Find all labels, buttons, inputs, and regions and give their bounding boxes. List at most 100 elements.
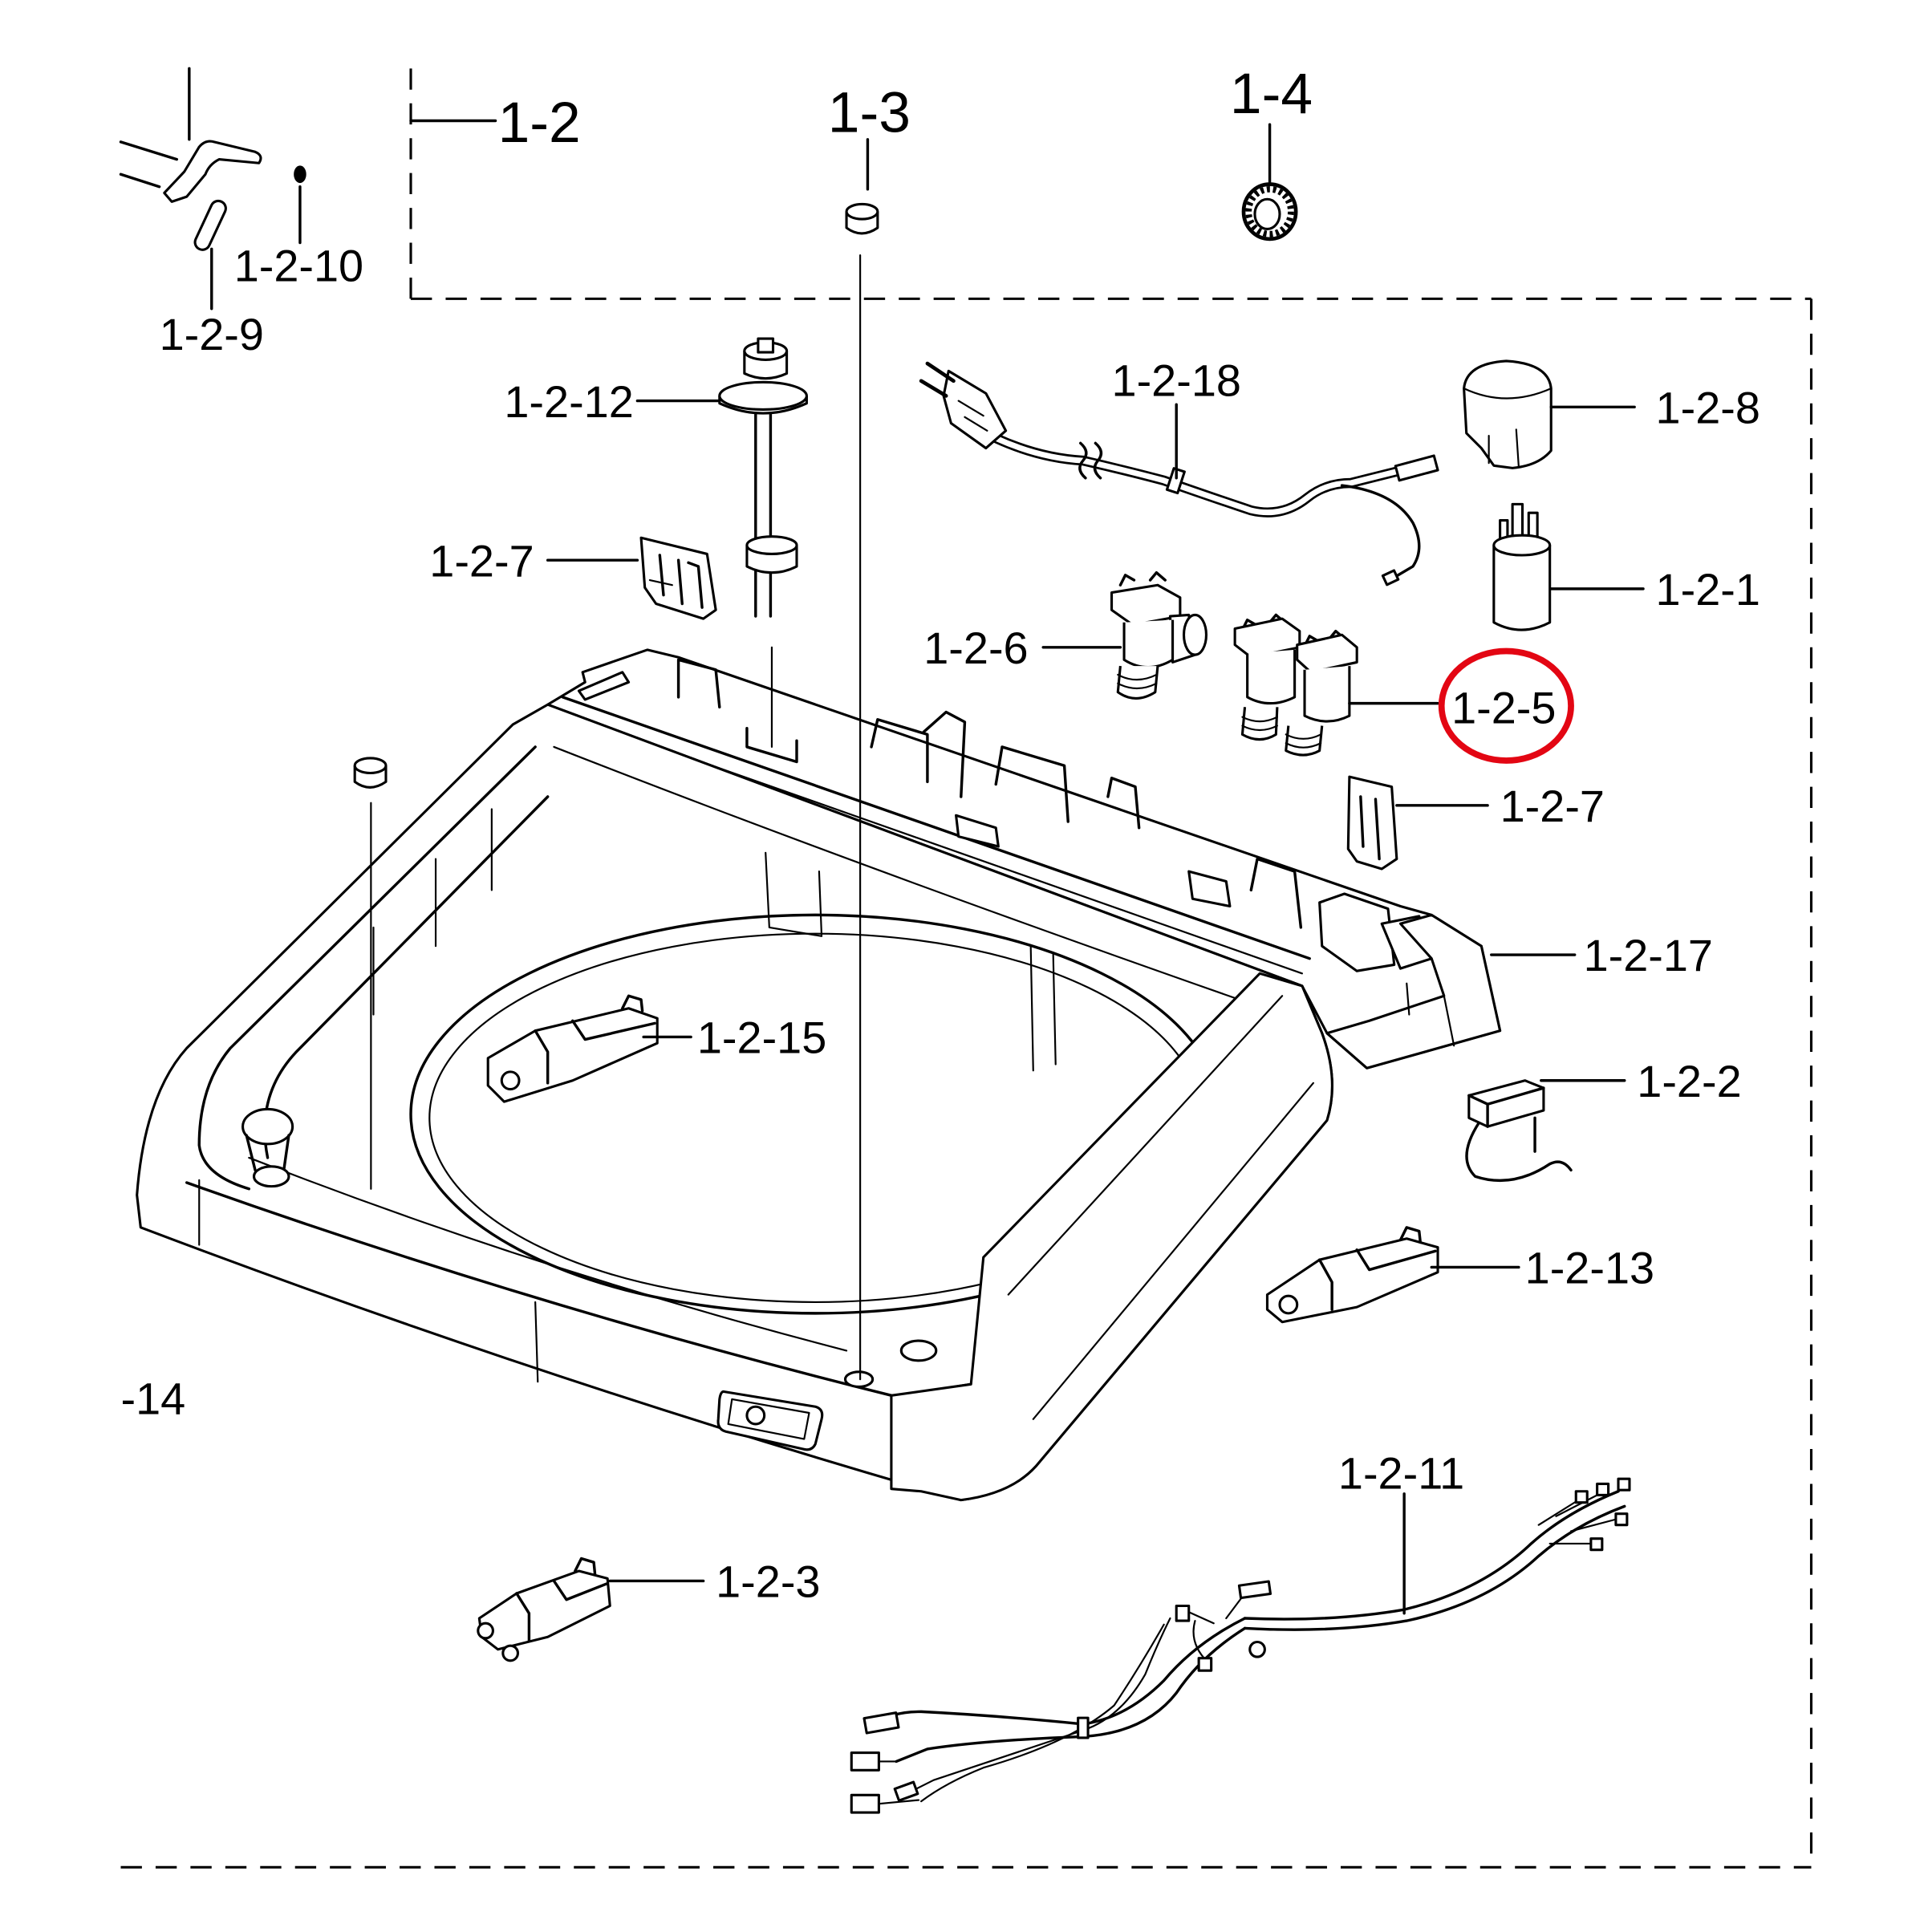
part-1-2-7-bracket-left bbox=[639, 536, 717, 620]
left-cup-body bbox=[245, 1134, 290, 1172]
callout-1-2-15: 1-2-15 bbox=[697, 1013, 826, 1063]
callout-1-2-13: 1-2-13 bbox=[1525, 1243, 1654, 1293]
valve-b-terminal-housing bbox=[1296, 633, 1358, 674]
cord-tie bbox=[1165, 467, 1186, 495]
lock-body bbox=[1265, 1237, 1439, 1324]
valve-b-coil bbox=[1303, 666, 1351, 723]
harness-branch-left bbox=[907, 1617, 1171, 1794]
bracket-body bbox=[639, 536, 717, 620]
harness-branch bbox=[1537, 1492, 1620, 1545]
callout-1-2-12: 1-2-12 bbox=[504, 376, 633, 427]
ground-wire-terminal bbox=[1381, 569, 1400, 586]
harness-connector bbox=[1197, 1657, 1213, 1672]
harness-branch-up bbox=[1187, 1592, 1246, 1663]
callout-1-2-8: 1-2-8 bbox=[1656, 383, 1760, 433]
part-1-2-8-cover bbox=[1463, 359, 1552, 469]
harness-connector bbox=[893, 1780, 919, 1802]
plug-detail bbox=[957, 400, 988, 432]
ring-inner bbox=[1253, 197, 1281, 231]
callout-1-3: 1-3 bbox=[828, 80, 911, 144]
frame-right-arm bbox=[890, 972, 1333, 1502]
bent-pin bbox=[163, 140, 262, 203]
sensor-tube bbox=[754, 412, 773, 618]
harness-connector bbox=[1589, 1537, 1604, 1552]
harness-branch-left bbox=[876, 1617, 1247, 1726]
frame-right-arm-ridge bbox=[1032, 1082, 1314, 1420]
rear-housing-detail bbox=[1443, 995, 1455, 1047]
harness-trunk bbox=[1243, 1504, 1626, 1631]
callout-1-2: 1-2 bbox=[498, 91, 581, 155]
cover-slot bbox=[1488, 428, 1520, 468]
cap-top bbox=[353, 757, 388, 775]
sensor-disc bbox=[718, 380, 808, 412]
lock-tab bbox=[1398, 1226, 1423, 1244]
wire-line bbox=[119, 172, 161, 189]
callout-1-2-5: 1-2-5 bbox=[1451, 682, 1556, 733]
cord-connector bbox=[1394, 454, 1439, 482]
ground-wire bbox=[1340, 484, 1421, 581]
lock-detail bbox=[1317, 1248, 1437, 1311]
harness-band bbox=[1077, 1716, 1090, 1739]
valve-coil bbox=[1122, 619, 1175, 669]
part-1-2-13-door-lock bbox=[1265, 1226, 1439, 1324]
bracket-slots bbox=[1359, 795, 1381, 861]
part-1-2-1-capacitor bbox=[1492, 502, 1552, 631]
wire-line bbox=[119, 140, 179, 161]
part-1-2-10-seal bbox=[294, 165, 306, 184]
sensor-edges bbox=[1467, 1086, 1545, 1128]
frame-rear-wall-rib bbox=[1052, 951, 1057, 1065]
console-flap bbox=[870, 718, 929, 784]
callout-labels: 1-2 1-3 1-4 1-2-10 1-2-9 1-2-12 1-2-18 1… bbox=[121, 62, 1760, 1606]
harness-connector bbox=[850, 1751, 880, 1772]
harness-clip bbox=[1248, 1640, 1266, 1658]
harness-branch-left bbox=[920, 1623, 1165, 1803]
bracket-slots bbox=[658, 554, 704, 609]
part-1-2-11-wire-harness bbox=[850, 1477, 1631, 1814]
harness-connector bbox=[862, 1711, 900, 1735]
harness-connector bbox=[850, 1793, 880, 1814]
frame-rear-wall-rib bbox=[765, 851, 823, 937]
bracket-body bbox=[1346, 775, 1398, 871]
lock-mount-hole bbox=[500, 1070, 521, 1091]
valve-a-inlet bbox=[1240, 707, 1279, 741]
cord-outline bbox=[991, 432, 1406, 518]
harness-connector bbox=[1617, 1477, 1631, 1492]
dashed-boundaries bbox=[120, 68, 1813, 1869]
left-cup bbox=[242, 1107, 294, 1146]
part-1-4-ring bbox=[1241, 182, 1298, 242]
callout-1-2-11: 1-2-11 bbox=[1338, 1448, 1464, 1499]
part-1-2-7-bracket-right bbox=[1346, 775, 1398, 871]
console-flap bbox=[922, 710, 967, 798]
callout-1-2-10: 1-2-10 bbox=[234, 241, 363, 291]
rear-housing-detail bbox=[1406, 982, 1410, 1016]
frame-front-top-edge bbox=[185, 1181, 972, 1398]
front-right-cup bbox=[899, 1339, 938, 1362]
callout-1-2-18: 1-2-18 bbox=[1112, 355, 1241, 405]
valve-terminals bbox=[1118, 571, 1167, 586]
callout-1-2-9: 1-2-9 bbox=[160, 309, 264, 359]
callout-1-2-3: 1-2-3 bbox=[716, 1557, 820, 1607]
console-flap bbox=[1106, 777, 1141, 830]
lock-tab bbox=[621, 994, 644, 1013]
capacitor-top bbox=[1492, 534, 1552, 557]
lock-mount-hole bbox=[1278, 1294, 1299, 1315]
part-1-2-15-door-lock bbox=[486, 994, 659, 1103]
part-1-2-5-double-water-valve bbox=[1233, 613, 1358, 757]
frame-rear-wall-rib bbox=[1029, 945, 1034, 1072]
console-flap bbox=[745, 726, 798, 764]
rear-right-housing bbox=[1325, 913, 1502, 1070]
console-flap bbox=[994, 745, 1070, 823]
plug-prongs bbox=[919, 361, 956, 398]
harness-pigtail bbox=[878, 1760, 920, 1805]
frame-rear-deck-line bbox=[553, 745, 1284, 1016]
part-1-2-6-water-valve bbox=[1110, 571, 1208, 700]
callout-1-2-7-right: 1-2-7 bbox=[1500, 781, 1605, 831]
valve-inlet bbox=[1116, 665, 1159, 700]
part-1-2-9-gasket bbox=[193, 199, 227, 251]
console-flap bbox=[1249, 857, 1303, 929]
console-box bbox=[1318, 892, 1396, 972]
sensor-float-top bbox=[745, 535, 798, 555]
highlight-circle bbox=[1438, 647, 1574, 764]
ring-ribs bbox=[1245, 185, 1294, 237]
console-box bbox=[955, 814, 1000, 848]
